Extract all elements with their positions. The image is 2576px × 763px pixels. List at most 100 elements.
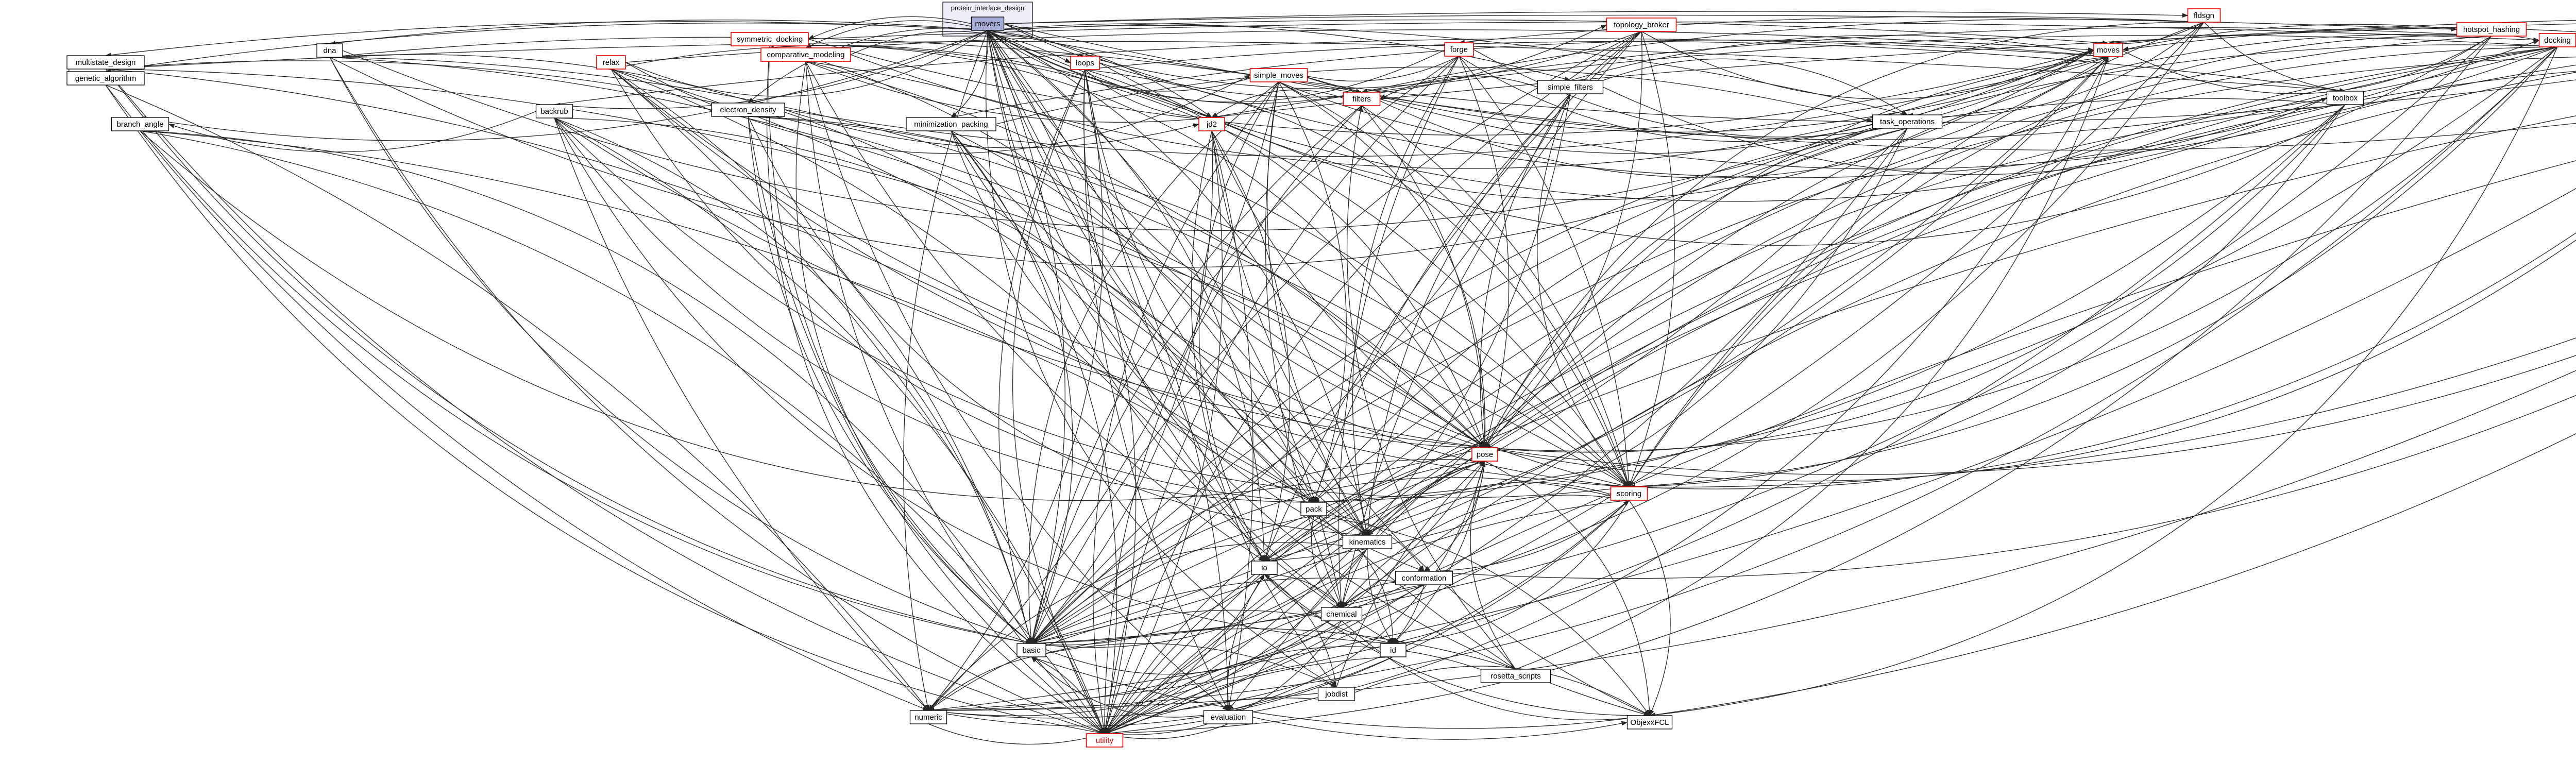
graph-edge: [1104, 130, 1223, 734]
node-jobdist[interactable]: jobdist: [1317, 687, 1355, 701]
node-minimization_packing[interactable]: minimization_packing: [906, 117, 996, 131]
node-symmetric_docking[interactable]: symmetric_docking: [731, 32, 809, 46]
graph-edge: [928, 723, 1105, 745]
node-jd2[interactable]: jd2: [1198, 117, 1225, 131]
graph-edge: [1570, 35, 2109, 81]
graph-edge: [329, 57, 1105, 734]
edges-layer: [66, 11, 2576, 745]
node-docking[interactable]: docking: [2538, 33, 2576, 47]
node-scoring[interactable]: scoring: [1610, 486, 1648, 501]
graph-edge: [105, 69, 1032, 645]
graph-edge: [805, 61, 1229, 711]
graph-edge: [1278, 81, 1347, 503]
node-simple_moves[interactable]: simple_moves: [1249, 68, 1308, 82]
node-dna[interactable]: dna: [316, 43, 343, 58]
node-utility[interactable]: utility: [1086, 733, 1124, 748]
node-filters[interactable]: filters: [1343, 92, 1381, 106]
graph-edge: [1341, 495, 1630, 608]
graph-edge: [987, 30, 1394, 644]
graph-edge: [1191, 130, 1337, 688]
graph-edge: [1084, 41, 2346, 93]
graph-edge: [554, 117, 1485, 450]
node-numeric[interactable]: numeric: [909, 710, 947, 724]
graph-edge: [1031, 628, 1516, 670]
graph-edge: [1031, 36, 2492, 646]
graph-edge: [748, 116, 1032, 644]
node-label-task_operations: task_operations: [1880, 117, 1935, 126]
graph-edge: [611, 30, 988, 97]
node-electron_density[interactable]: electron_density: [711, 103, 785, 117]
graph-edge: [986, 30, 1337, 688]
node-movers[interactable]: movers: [971, 16, 1005, 31]
node-label-id: id: [1390, 646, 1396, 655]
node-basic[interactable]: basic: [1016, 643, 1046, 657]
node-comparative_modeling[interactable]: comparative_modeling: [760, 47, 851, 62]
graph-edge: [808, 16, 972, 40]
graph-edge: [611, 45, 1212, 118]
graph-edge: [329, 37, 1362, 94]
graph-edge: [611, 69, 1314, 504]
graph-edge: [1031, 643, 1337, 688]
node-relax[interactable]: relax: [596, 55, 626, 70]
graph-edge: [1012, 69, 1105, 734]
graph-edge: [105, 21, 988, 58]
node-label-fldsgn: fldsgn: [2194, 11, 2214, 20]
graph-edge: [1031, 128, 1908, 645]
node-forge[interactable]: forge: [1444, 42, 1474, 57]
node-pose[interactable]: pose: [1471, 447, 1498, 462]
graph-edge: [1484, 56, 2109, 448]
node-label-minimization_packing: minimization_packing: [914, 120, 988, 129]
node-simple_filters[interactable]: simple_filters: [1537, 80, 1604, 94]
graph-edge: [1031, 620, 1342, 675]
graph-edge: [748, 116, 1630, 487]
node-label-toolbox: toolbox: [2333, 94, 2358, 103]
node-label-movers: movers: [975, 20, 1000, 28]
graph-edge: [1313, 515, 1650, 716]
graph-edge: [1603, 87, 2328, 175]
node-backrub[interactable]: backrub: [535, 104, 573, 118]
node-task_operations[interactable]: task_operations: [1872, 114, 1943, 129]
graph-edge: [1104, 515, 1314, 734]
node-label-io: io: [1261, 564, 1267, 572]
node-fldsgn[interactable]: fldsgn: [2187, 8, 2221, 23]
node-kinematics[interactable]: kinematics: [1342, 535, 1393, 549]
node-branch_angle[interactable]: branch_angle: [111, 117, 170, 131]
graph-edge: [1031, 574, 1265, 647]
node-chemical[interactable]: chemical: [1320, 607, 1363, 621]
node-genetic_algorithm[interactable]: genetic_algorithm: [66, 71, 145, 86]
graph-edge: [850, 31, 1071, 63]
node-loops[interactable]: loops: [1070, 56, 1100, 70]
node-hotspot_hashing[interactable]: hotspot_hashing: [2456, 22, 2527, 37]
graph-edge: [748, 116, 1485, 448]
graph-edge: [140, 130, 1368, 536]
graph-edge: [1104, 93, 1571, 734]
node-io[interactable]: io: [1251, 561, 1278, 575]
graph-edge: [140, 130, 1032, 644]
node-topology_broker[interactable]: topology_broker: [1606, 18, 1677, 32]
node-toolbox[interactable]: toolbox: [2326, 91, 2364, 105]
node-moves[interactable]: moves: [2093, 43, 2123, 57]
graph-edge: [140, 30, 988, 141]
graph-edge: [951, 40, 2109, 118]
graph-edge: [987, 30, 1212, 118]
node-conformation[interactable]: conformation: [1395, 571, 1453, 585]
node-id[interactable]: id: [1380, 643, 1406, 657]
graph-edge: [987, 30, 1460, 103]
graph-edge: [1367, 482, 1630, 536]
graph-edge: [805, 61, 1265, 562]
node-evaluation[interactable]: evaluation: [1203, 710, 1253, 724]
graph-edge: [1313, 104, 2346, 505]
node-multistate_design[interactable]: multistate_design: [66, 55, 145, 70]
graph-edge: [2108, 20, 2576, 45]
node-rosetta_scripts[interactable]: rosetta_scripts: [1480, 669, 1551, 683]
graph-edge: [1227, 574, 1265, 711]
node-ObjexxFCL[interactable]: ObjexxFCL: [1626, 715, 1673, 730]
graph-edge: [554, 117, 929, 711]
graph-edge: [1004, 11, 2189, 24]
graph-edge: [1104, 71, 2576, 734]
node-pack[interactable]: pack: [1300, 502, 1327, 516]
graph-edge: [1470, 461, 1516, 670]
graph-edge: [1102, 105, 1362, 734]
graph-edge: [554, 117, 1314, 505]
graph-edge: [1104, 584, 1425, 734]
